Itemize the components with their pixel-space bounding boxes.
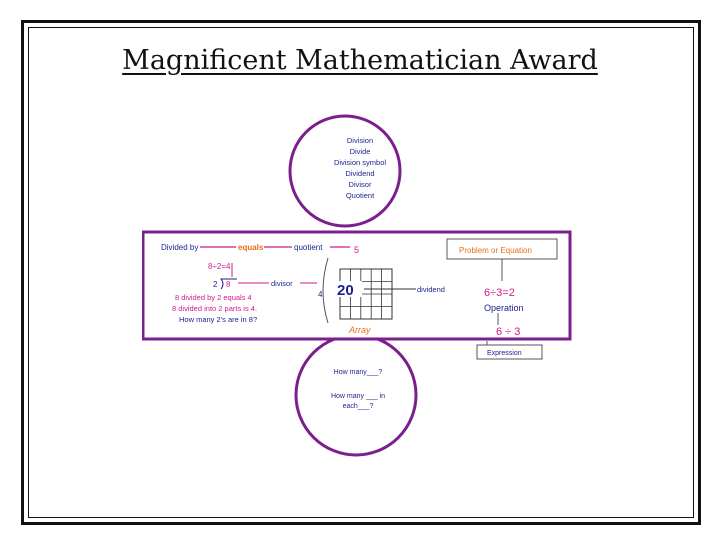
sentence-divided-into: 8 divided into 2 parts is 4. (172, 304, 257, 313)
term-dividend: Dividend (345, 169, 374, 178)
array-product: 20 (337, 282, 354, 299)
array-panel: 4 20 dividend Array (318, 257, 445, 335)
vocabulary-circle (288, 114, 402, 228)
array-row-count: 4 (318, 290, 323, 299)
outer-border (21, 20, 701, 525)
divided-by-label: Divided by (161, 243, 198, 252)
term-quotient: Quotient (346, 191, 375, 200)
expression-value: 6 ÷ 3 (496, 326, 520, 338)
poster-graphic: Division Divide Division symbol Dividend… (142, 114, 572, 457)
inner-border (28, 27, 694, 518)
quotient-label: quotient (294, 243, 323, 252)
left-panel: Divided by equals quotient 5 8÷2=4 2 8 d… (161, 243, 359, 324)
award-title: Magnificent Mathematician Award (122, 45, 598, 76)
array-label: Array (348, 325, 371, 335)
long-division-divisor: 2 (213, 280, 218, 289)
right-panel: Problem or Equation 6÷3=2 Operation 6 ÷ … (446, 238, 558, 360)
prompt-how-many-in: How many ___ in (331, 393, 385, 400)
sentence-how-many: How many 2's are in 8? (179, 315, 257, 324)
long-division-dividend: 8 (226, 280, 231, 289)
divisor-label: divisor (271, 279, 293, 288)
division-poster: Division Divide Division symbol Dividend… (142, 113, 576, 458)
vocabulary-list: Division Divide Division symbol Dividend… (334, 136, 386, 200)
term-divisor: Divisor (349, 180, 372, 189)
term-division-symbol: Division symbol (334, 158, 386, 167)
page-title: Magnificent Mathematician Award (0, 45, 720, 76)
equals-label: equals (238, 243, 264, 252)
term-divide: Divide (350, 147, 371, 156)
prompt-how-many: How many___? (334, 369, 383, 376)
operation-label: Operation (484, 303, 524, 313)
quotient-value: 5 (354, 245, 359, 255)
operation-equation: 6÷3=2 (484, 287, 515, 299)
sentence-divided-by: 8 divided by 2 equals 4 (175, 293, 252, 302)
problem-equation-label: Problem or Equation (459, 246, 532, 255)
division-equation: 8÷2=4 (208, 262, 231, 271)
prompt-each: each___? (343, 403, 374, 410)
term-division: Division (347, 136, 373, 145)
question-prompts: How many___? How many ___ in each___? (331, 369, 385, 410)
expression-label: Expression (487, 350, 522, 357)
dividend-label: dividend (417, 285, 445, 294)
